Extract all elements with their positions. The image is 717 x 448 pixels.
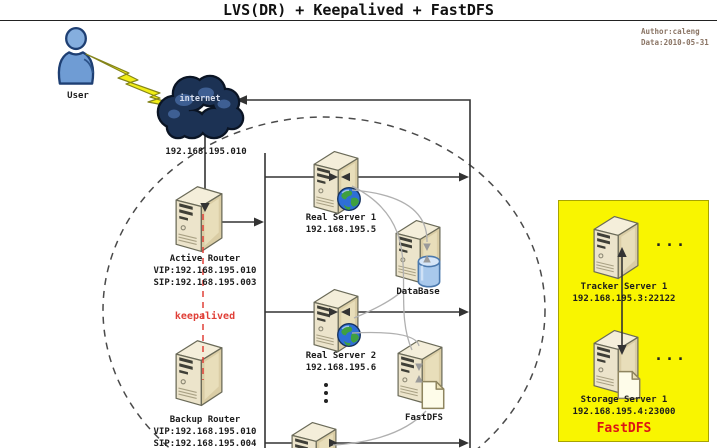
tracker-server-icon [590, 212, 642, 284]
tracker-server-label: Tracker Server 1 192.168.195.3:22122 [572, 282, 676, 304]
backup-router-server-icon [172, 336, 226, 411]
storage-server-label: Storage Server 1 192.168.195.4:23000 [572, 395, 676, 417]
backup-router-label: Backup Router VIP:192.168.195.010 SIP:19… [153, 415, 257, 448]
active-router-label: Active Router VIP:192.168.195.010 SIP:19… [153, 254, 257, 288]
fastdfs-node-label: FastDFS [405, 413, 443, 423]
more-servers-ellipsis [324, 399, 328, 403]
more-servers-ellipsis [324, 391, 328, 395]
database-label: DataBase [396, 287, 440, 297]
author-block: Author:caleng Data:2010-05-31 [641, 26, 717, 48]
more-servers-ellipsis [324, 383, 328, 387]
keepalived-label: keepalived [174, 311, 236, 322]
title-divider [0, 20, 717, 21]
internet-label: internet [179, 94, 221, 104]
more-storages-ellipsis: ... [654, 346, 688, 364]
user-label: User [67, 91, 89, 101]
user-icon [52, 26, 100, 87]
globe-icon [336, 322, 362, 352]
more-trackers-ellipsis: ... [654, 232, 688, 250]
active-router-server-icon [172, 182, 226, 257]
real-server-1-label: Real Server 1 192.168.195.5 [305, 213, 377, 235]
document-icon [420, 380, 446, 414]
vip-ip-label: 192.168.195.010 [165, 147, 247, 157]
real-server-3-icon [288, 418, 340, 448]
page-title: LVS(DR) + Keepalived + FastDFS [223, 1, 494, 19]
real-server-2-label: Real Server 2 192.168.195.6 [305, 351, 377, 373]
internet-cloud-icon [150, 66, 250, 146]
author-line: Author:caleng [641, 27, 700, 36]
fastdfs-box-label: FastDFS [596, 421, 652, 436]
date-line: Data:2010-05-31 [641, 38, 709, 47]
